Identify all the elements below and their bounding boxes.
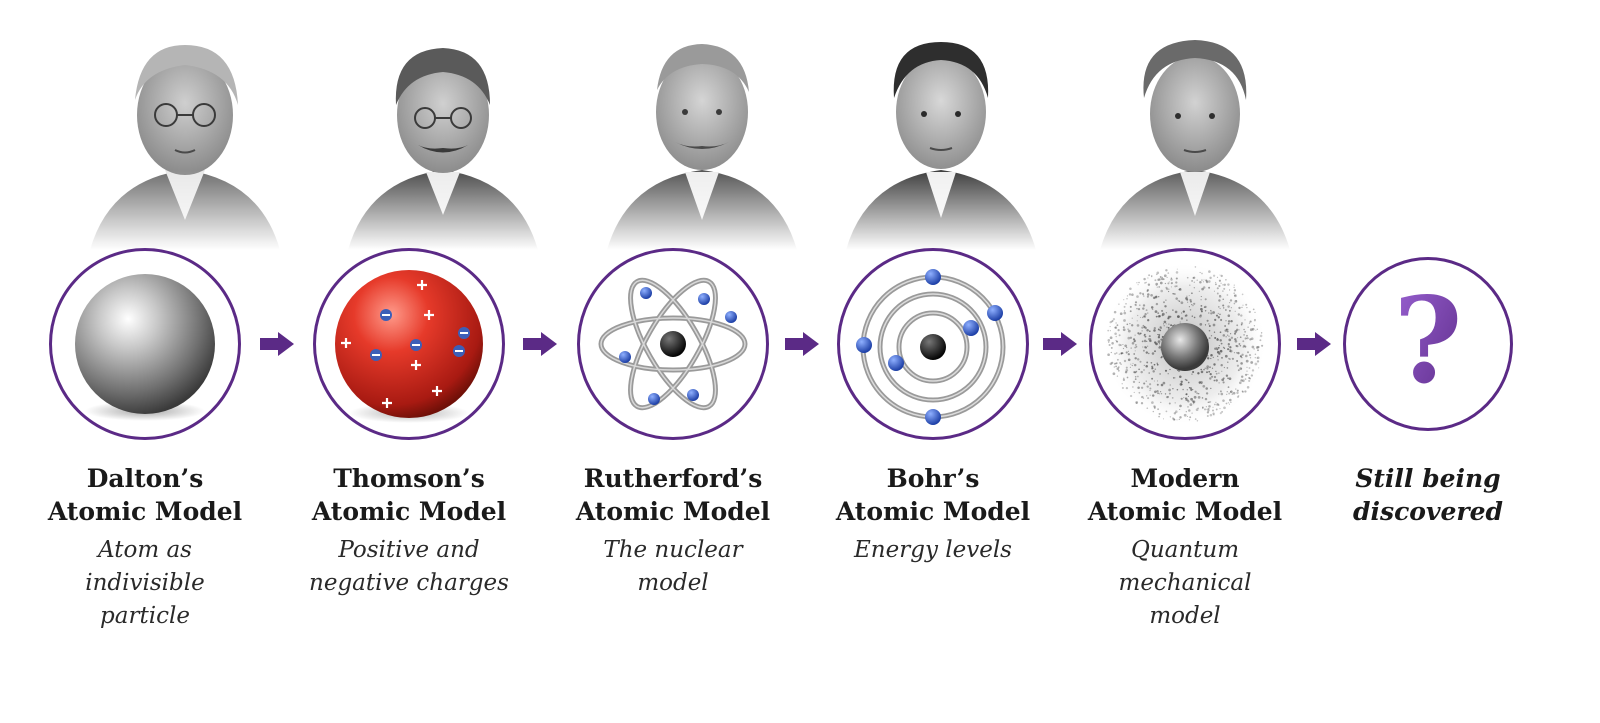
thomson-model-circle	[313, 248, 505, 440]
thomson-portrait	[328, 20, 558, 250]
modern-model-circle	[1089, 248, 1281, 440]
rutherford-label: Rutherford’s Atomic Model The nuclear mo…	[553, 462, 793, 600]
dalton-portrait	[70, 20, 300, 250]
thomson-label: Thomson’s Atomic Model Positive and nega…	[289, 462, 529, 600]
question-mark-icon: ?	[1393, 271, 1462, 410]
model-description: Positive and negative charges	[309, 537, 509, 596]
schrodinger-portrait	[1080, 20, 1310, 250]
model-description: Atom as indivisible particle	[85, 537, 205, 629]
arrow-right-icon	[258, 330, 296, 358]
model-title: Rutherford’s Atomic Model	[575, 464, 771, 526]
rutherford-portrait	[587, 20, 817, 250]
orbit-levels-icon	[856, 269, 1006, 425]
bohr-portrait	[826, 20, 1056, 250]
solid-sphere-icon	[75, 274, 215, 421]
arrow-right-icon	[521, 330, 559, 358]
model-description: Energy levels	[854, 537, 1012, 563]
model-title: Thomson’s Atomic Model	[311, 464, 507, 526]
bohr-label: Bohr’s Atomic Model Energy levels	[813, 462, 1053, 567]
future-model-circle: ?	[1343, 257, 1513, 431]
model-title: Still being discovered	[1353, 464, 1503, 526]
svg-text:?: ?	[1393, 271, 1462, 410]
model-title: Bohr’s Atomic Model	[835, 464, 1031, 526]
modern-label: Modern Atomic Model Quantum mechanical m…	[1065, 462, 1305, 633]
model-description: Quantum mechanical model	[1118, 537, 1252, 629]
bohr-model-circle	[837, 248, 1029, 440]
arrow-right-icon	[783, 330, 821, 358]
model-title: Dalton’s Atomic Model	[47, 464, 243, 526]
future-label: Still being discovered	[1308, 462, 1548, 528]
arrow-right-icon	[1295, 330, 1333, 358]
model-description: The nuclear model	[603, 537, 743, 596]
plum-pudding-icon	[335, 270, 483, 423]
dalton-model-circle	[49, 248, 241, 440]
arrow-right-icon	[1041, 330, 1079, 358]
nuclear-atom-icon	[598, 277, 748, 411]
rutherford-model-circle	[577, 248, 769, 440]
electron-cloud-icon	[1103, 262, 1267, 426]
model-title: Modern Atomic Model	[1087, 464, 1283, 526]
dalton-label: Dalton’s Atomic Model Atom as indivisibl…	[25, 462, 265, 633]
